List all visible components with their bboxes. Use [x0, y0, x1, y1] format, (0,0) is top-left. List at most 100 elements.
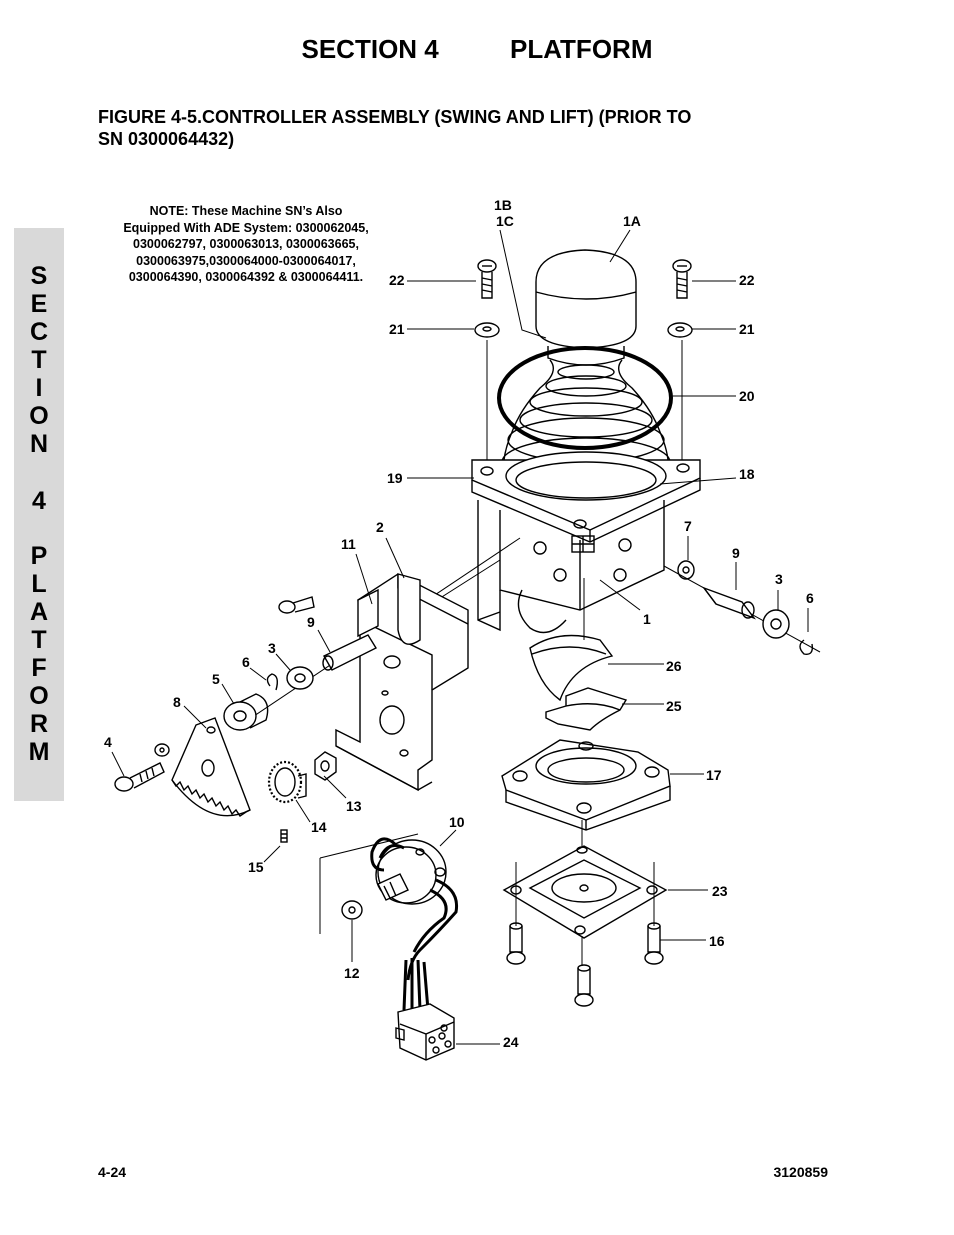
ade-system-note: NOTE: These Machine SN’s Also Equipped W… [98, 203, 394, 286]
side-tab-letter: M [28, 738, 50, 766]
callout-9-left: 9 [307, 614, 315, 630]
gasket-plate [502, 845, 668, 939]
section-number: SECTION 4 [301, 34, 439, 64]
callout-labels: 1B 1C 1A 22 22 21 21 20 19 18 2 11 7 9 3… [104, 197, 814, 1050]
bolt-center [574, 964, 594, 1007]
callout-23: 23 [712, 883, 728, 899]
callout-1b: 1B [494, 197, 512, 213]
sector-gear [171, 717, 251, 817]
side-tab-letter: F [31, 654, 47, 682]
o-ring [497, 346, 673, 450]
callout-22-right: 22 [739, 272, 755, 288]
side-tab-letter: O [29, 402, 49, 430]
small-screw [278, 596, 315, 614]
side-tab-letter: S [30, 262, 48, 290]
washer-left [474, 322, 500, 338]
document-number: 3120859 [773, 1164, 828, 1180]
callout-21-left: 21 [389, 321, 405, 337]
section-side-tab: S E C T I O N 4 P L A T F O R M [14, 228, 64, 801]
mounting-plate [471, 451, 701, 543]
pot-washer [341, 900, 363, 920]
side-tab-letter: E [30, 290, 48, 318]
callout-6-right: 6 [806, 590, 814, 606]
callout-26: 26 [666, 658, 682, 674]
assembly-axis-lines [515, 578, 655, 966]
callout-2: 2 [376, 519, 384, 535]
cam-upper [529, 634, 614, 702]
callout-11: 11 [341, 536, 356, 552]
side-tab-letter: T [31, 346, 47, 374]
washer-right [667, 322, 693, 338]
side-tab-letter: T [31, 626, 47, 654]
callout-13: 13 [346, 798, 362, 814]
screw-left [477, 259, 497, 299]
washer-gear [154, 743, 170, 757]
callout-15: 15 [248, 859, 264, 875]
note-line: 0300063975,0300064000-0300064017, [136, 253, 356, 268]
callout-9-right: 9 [732, 545, 740, 561]
page-number: 4-24 [98, 1164, 127, 1180]
callout-5: 5 [212, 671, 220, 687]
clip-right [799, 639, 814, 655]
note-line: 0300062797, 0300063013, 0300063665, [133, 237, 359, 251]
note-line: 0300064390, 0300064392 & 0300064411. [128, 270, 364, 284]
figure-title-line: SN 0300064432) [98, 129, 235, 149]
callout-24: 24 [503, 1034, 519, 1050]
bearing-right [762, 609, 790, 639]
clip-left [266, 673, 279, 691]
screw-axis-line [486, 340, 683, 462]
side-tab-letter: O [29, 682, 49, 710]
washer-right-side [677, 560, 695, 580]
bushing [223, 693, 269, 731]
callout-20: 20 [739, 388, 755, 404]
callout-25: 25 [666, 698, 682, 714]
callout-3-left: 3 [268, 640, 276, 656]
screw-right [672, 259, 692, 299]
callout-10: 10 [449, 814, 465, 830]
callout-8: 8 [173, 694, 181, 710]
gear-screw [114, 762, 165, 792]
controller-body [477, 500, 665, 634]
side-tab-letter: N [29, 430, 49, 458]
figure-title: FIGURE 4-5.CONTROLLER ASSEMBLY (SWING AN… [98, 106, 748, 150]
callout-7: 7 [684, 518, 692, 534]
side-tab-letter: C [29, 318, 49, 346]
callout-12: 12 [344, 965, 360, 981]
section-title: PLATFORM [509, 34, 653, 64]
side-tab-letter: R [29, 710, 49, 738]
hex-nut [314, 751, 337, 781]
potentiometer [319, 833, 459, 981]
callout-4: 4 [104, 734, 112, 750]
cam-lower [545, 687, 628, 731]
spacer-right [702, 586, 756, 620]
figure-title-line: FIGURE 4-5.CONTROLLER ASSEMBLY (SWING AN… [98, 107, 692, 127]
callout-18: 18 [739, 466, 755, 482]
bolt-right [644, 922, 664, 965]
bolt-left [506, 922, 526, 965]
callout-1c: 1C [496, 213, 514, 229]
callout-19: 19 [387, 470, 403, 486]
side-plate [357, 573, 421, 645]
bearing-left [286, 666, 314, 690]
callout-22-left: 22 [389, 272, 405, 288]
base-housing [501, 739, 671, 831]
section-header: SECTION 4 PLATFORM [0, 34, 954, 65]
callout-16: 16 [709, 933, 725, 949]
side-tab-letter: P [30, 542, 48, 570]
callout-3-right: 3 [775, 571, 783, 587]
side-tab-letter: L [31, 570, 47, 598]
set-screw [280, 829, 288, 843]
side-tab-letter: 4 [32, 487, 46, 515]
wire-connector [395, 958, 455, 1061]
side-tab-letter: A [29, 598, 49, 626]
callout-1a: 1A [623, 213, 641, 229]
callout-6-left: 6 [242, 654, 250, 670]
callout-21-right: 21 [739, 321, 755, 337]
callout-1: 1 [643, 611, 651, 627]
callout-14: 14 [311, 819, 327, 835]
joystick-handle [535, 249, 637, 366]
note-line: NOTE: These Machine SN’s Also [149, 204, 343, 218]
spacer-left [322, 634, 377, 671]
callout-17: 17 [706, 767, 722, 783]
